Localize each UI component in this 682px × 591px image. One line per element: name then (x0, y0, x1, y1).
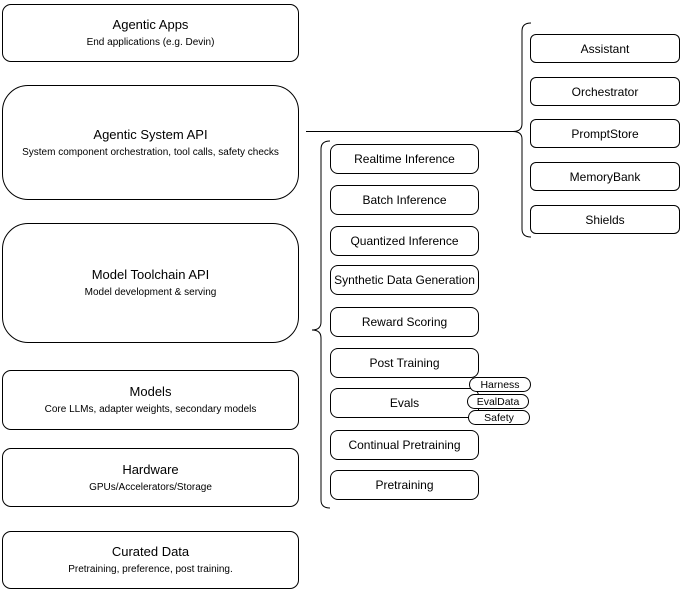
service-quantized-inference-label: Quantized Inference (350, 234, 459, 248)
node-hardware-title: Hardware (122, 461, 179, 477)
node-models: Models Core LLMs, adapter weights, secon… (2, 370, 299, 430)
node-agentic-apps-subtitle: End applications (e.g. Devin) (86, 37, 215, 48)
component-promptstore: PromptStore (530, 119, 680, 148)
component-memorybank-label: MemoryBank (569, 169, 641, 184)
service-synthetic-data-generation: Synthetic Data Generation (330, 265, 479, 295)
service-batch-inference: Batch Inference (330, 185, 479, 215)
service-continual-pretraining-label: Continual Pretraining (348, 438, 461, 452)
node-hardware: Hardware GPUs/Accelerators/Storage (2, 448, 299, 507)
component-orchestrator: Orchestrator (530, 77, 680, 106)
service-evals-label: Evals (389, 396, 420, 410)
component-assistant-label: Assistant (580, 41, 630, 56)
node-curated-data: Curated Data Pretraining, preference, po… (2, 531, 299, 589)
tag-harness: Harness (469, 377, 531, 392)
node-agentic-apps-title: Agentic Apps (112, 17, 189, 32)
tag-safety: Safety (468, 410, 530, 425)
tag-safety-label: Safety (484, 411, 514, 424)
component-assistant: Assistant (530, 34, 680, 63)
node-curated-data-subtitle: Pretraining, preference, post training. (68, 564, 233, 575)
toolchain-brace (311, 140, 331, 509)
components-brace (512, 22, 532, 238)
service-post-training-label: Post Training (369, 356, 440, 370)
node-model-toolchain-api-subtitle: Model development & serving (84, 287, 217, 298)
component-memorybank: MemoryBank (530, 162, 680, 191)
service-batch-inference-label: Batch Inference (362, 193, 447, 207)
tag-evaldata: EvalData (467, 394, 529, 409)
service-pretraining-label: Pretraining (375, 478, 434, 492)
node-agentic-system-api-subtitle: System component orchestration, tool cal… (22, 146, 279, 158)
service-quantized-inference: Quantized Inference (330, 226, 479, 256)
node-agentic-system-api: Agentic System API System component orch… (2, 85, 299, 200)
node-agentic-system-api-title: Agentic System API (93, 126, 208, 142)
service-continual-pretraining: Continual Pretraining (330, 430, 479, 460)
node-models-subtitle: Core LLMs, adapter weights, secondary mo… (44, 404, 257, 415)
service-evals: Evals (330, 388, 479, 418)
service-reward-scoring: Reward Scoring (330, 307, 479, 337)
service-synthetic-data-generation-label: Synthetic Data Generation (334, 273, 475, 287)
node-agentic-apps: Agentic Apps End applications (e.g. Devi… (2, 4, 299, 62)
service-realtime-inference: Realtime Inference (330, 144, 479, 174)
component-shields: Shields (530, 205, 680, 234)
service-realtime-inference-label: Realtime Inference (354, 152, 455, 166)
component-shields-label: Shields (585, 212, 625, 227)
node-hardware-subtitle: GPUs/Accelerators/Storage (89, 481, 212, 493)
service-pretraining: Pretraining (330, 470, 479, 500)
node-model-toolchain-api-title: Model Toolchain API (91, 267, 210, 282)
component-promptstore-label: PromptStore (571, 126, 639, 141)
node-models-title: Models (129, 384, 172, 399)
node-curated-data-title: Curated Data (111, 544, 190, 559)
service-reward-scoring-label: Reward Scoring (361, 315, 448, 329)
service-post-training: Post Training (330, 348, 479, 378)
component-orchestrator-label: Orchestrator (571, 84, 639, 99)
tag-evaldata-label: EvalData (476, 395, 520, 408)
tag-harness-label: Harness (480, 378, 520, 391)
node-model-toolchain-api: Model Toolchain API Model development & … (2, 223, 299, 343)
